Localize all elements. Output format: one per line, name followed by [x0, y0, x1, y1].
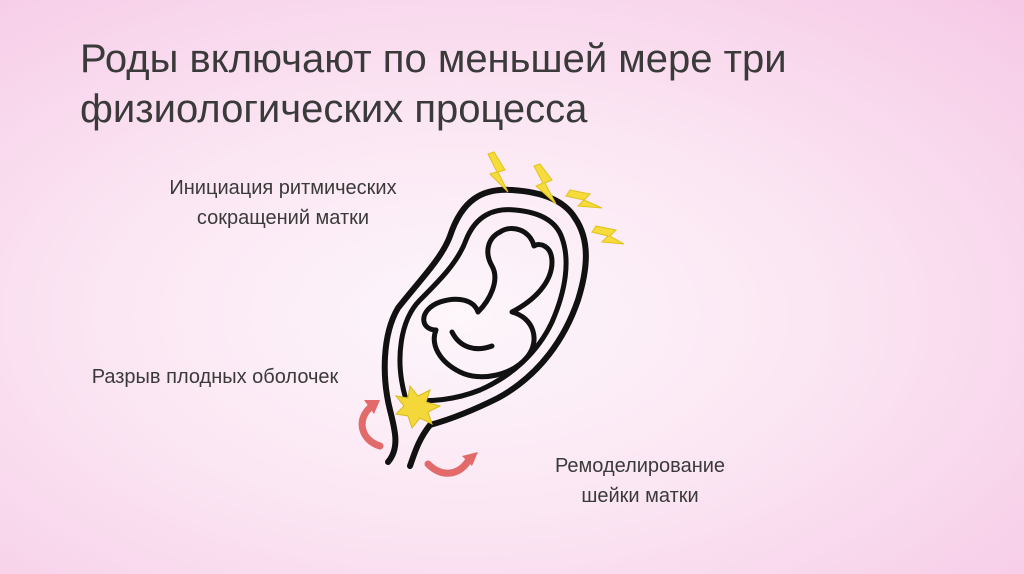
- label-line: сокращений матки: [196, 207, 370, 229]
- label-line: Ремоделирование: [554, 455, 726, 477]
- arrowhead: [364, 400, 380, 414]
- label-contraction-initiation: Инициация ритмических сокращений матки: [138, 173, 428, 233]
- label-line: шейки матки: [581, 485, 699, 507]
- label-line: Разрыв плодных оболочек: [91, 366, 339, 388]
- burst-icon: [394, 384, 442, 430]
- curved-arrow-icon: [358, 402, 384, 450]
- lightning-bolt-icon: [591, 225, 625, 245]
- lightning-bolt-icon: [487, 151, 509, 193]
- slide-title: Роды включают по меньшей мере три физиол…: [80, 34, 920, 134]
- uterus-diagram: [358, 151, 625, 477]
- fetus-limb: [449, 329, 495, 352]
- label-membrane-rupture: Разрыв плодных оболочек: [60, 362, 370, 392]
- label-cervical-remodeling: Ремоделирование шейки матки: [520, 451, 760, 511]
- lightning-bolt-icon: [565, 189, 603, 209]
- title-line-2: физиологических процесса: [80, 87, 588, 131]
- curved-arrow-icon: [424, 454, 474, 477]
- arrowhead: [462, 452, 478, 466]
- uterus-inner-wall: [397, 207, 569, 404]
- title-line-1: Роды включают по меньшей мере три: [80, 37, 787, 81]
- fetus-body: [421, 226, 555, 380]
- lightning-bolt-icon: [533, 163, 557, 205]
- label-line: Инициация ритмических: [169, 177, 397, 199]
